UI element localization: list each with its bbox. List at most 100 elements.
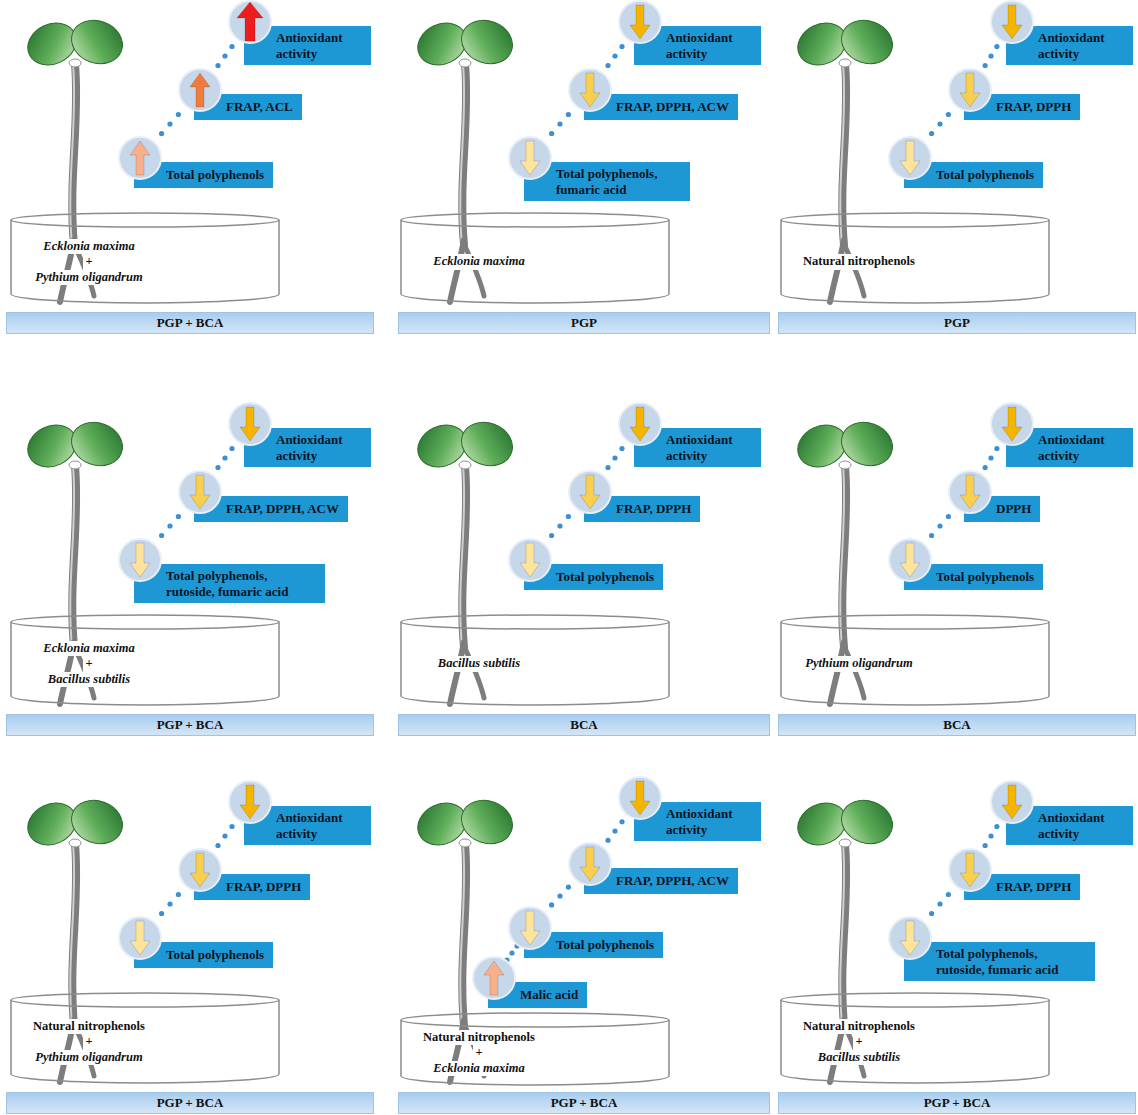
beaker-rim — [401, 615, 669, 629]
box-text: DPPH — [996, 501, 1031, 517]
beaker-outline — [10, 614, 280, 708]
category-band: PGP — [778, 312, 1136, 334]
down-arrow — [1002, 5, 1022, 39]
arrow-circle — [568, 68, 612, 112]
treatment-text: Natural nitrophenols — [801, 254, 917, 270]
connector-dot — [619, 446, 624, 451]
beaker: Bacillus subtilis — [400, 614, 670, 706]
connector-dot — [215, 843, 220, 848]
down-arrow — [630, 781, 650, 815]
category-band: PGP + BCA — [6, 1092, 374, 1114]
circle-badge — [119, 137, 161, 179]
down-arrow — [520, 543, 540, 577]
down-arrow — [900, 921, 920, 955]
down-arrow — [580, 847, 600, 881]
circle-badge — [229, 781, 271, 823]
connector-dot — [612, 455, 617, 460]
treatment-text: Natural nitrophenols — [31, 1019, 147, 1035]
box-text: FRAP, DPPH — [996, 99, 1071, 115]
beaker: Natural nitrophenols — [780, 212, 1050, 304]
down-arrow — [960, 853, 980, 887]
box-text: Total polyphenols — [556, 569, 654, 585]
arrow-circle — [228, 402, 272, 446]
box-text: Antioxidant activity — [666, 432, 752, 463]
box-text: Antioxidant activity — [276, 30, 362, 61]
result-box: Total polyphenols — [134, 942, 273, 968]
arrow-circle — [888, 916, 932, 960]
connector-dot — [229, 446, 234, 451]
beaker-outline — [400, 1012, 670, 1088]
connector-dot — [929, 911, 934, 916]
beaker-outline — [10, 992, 280, 1086]
circle-badge — [119, 917, 161, 959]
treatment-text: Bacillus subtilis — [816, 1050, 902, 1066]
connector-dot — [159, 911, 164, 916]
arrow-circle — [618, 0, 662, 44]
beaker-body — [401, 622, 669, 705]
result-box: Total polyphenols, rutoside, fumaric aci… — [904, 942, 1095, 981]
seedling — [21, 793, 129, 1082]
category-band: PGP + BCA — [778, 1092, 1136, 1114]
down-arrow — [190, 475, 210, 509]
result-box: Total polyphenols — [524, 564, 663, 590]
connector-dot — [229, 824, 234, 829]
circle-badge — [119, 539, 161, 581]
result-box: Malic acid — [488, 982, 587, 1008]
arrow-circle — [118, 136, 162, 180]
beaker-label-area: Natural nitrophenols+Pythium oligandrum — [14, 1008, 164, 1076]
circle-badge — [509, 539, 551, 581]
band-text: BCA — [943, 717, 970, 733]
connector-dot — [929, 533, 934, 538]
beaker: Pythium oligandrum — [780, 614, 1050, 706]
result-box: Antioxidant activity — [1006, 26, 1133, 65]
box-text: FRAP, DPPH, ACW — [616, 99, 729, 115]
down-arrow — [900, 141, 920, 175]
beaker-label-area: Natural nitrophenols — [784, 228, 934, 296]
circle-badge — [889, 917, 931, 959]
band-text: PGP + BCA — [157, 315, 224, 331]
treatment-text: Ecklonia maxima — [41, 239, 136, 255]
result-box: Total polyphenols — [524, 932, 663, 958]
beaker: Ecklonia maxima+Bacillus subtilis — [10, 614, 280, 706]
connector-dot — [994, 446, 999, 451]
circle-badge — [569, 69, 611, 111]
beaker-rim — [781, 993, 1049, 1007]
arrow-circle — [618, 402, 662, 446]
box-text: FRAP, DPPH, ACW — [616, 873, 729, 889]
connector-dot — [557, 893, 562, 898]
connector-dot — [176, 112, 181, 117]
circle-badge — [179, 471, 221, 513]
band-text: BCA — [570, 717, 597, 733]
beaker-body — [11, 622, 279, 705]
connector-dot — [509, 950, 514, 955]
connector-dot — [983, 843, 988, 848]
band-text: PGP + BCA — [924, 1095, 991, 1111]
box-text: Antioxidant activity — [276, 810, 362, 841]
box-text: Antioxidant activity — [666, 806, 752, 837]
treatment-text: Ecklonia maxima — [41, 641, 136, 657]
down-arrow — [520, 911, 540, 945]
box-text: Total polyphenols — [166, 167, 264, 183]
box-text: FRAP, ACL — [226, 99, 293, 115]
box-text: FRAP, DPPH — [616, 501, 691, 517]
connector-dot — [988, 833, 993, 838]
box-text: Total polyphenols — [936, 569, 1034, 585]
connector-dot — [222, 833, 227, 838]
connector-dot — [612, 828, 617, 833]
circle-badge — [991, 1, 1033, 43]
connector-dot — [988, 455, 993, 460]
result-box: FRAP, DPPH — [584, 496, 700, 522]
arrow-circle — [178, 68, 222, 112]
seedling — [21, 13, 129, 302]
connector-dot — [937, 901, 942, 906]
up-arrow — [484, 961, 504, 995]
connector-dot — [994, 44, 999, 49]
beaker-label-area: Pythium oligandrum — [784, 630, 934, 698]
result-box: DPPH — [964, 496, 1040, 522]
treatment-text: + — [853, 1034, 864, 1050]
box-text: Total polyphenols, fumaric acid — [556, 166, 681, 197]
result-box: FRAP, DPPH, ACW — [584, 94, 738, 120]
box-text: Antioxidant activity — [1038, 810, 1124, 841]
treatment-text: Pythium oligandrum — [33, 270, 144, 286]
connector-dot — [566, 112, 571, 117]
